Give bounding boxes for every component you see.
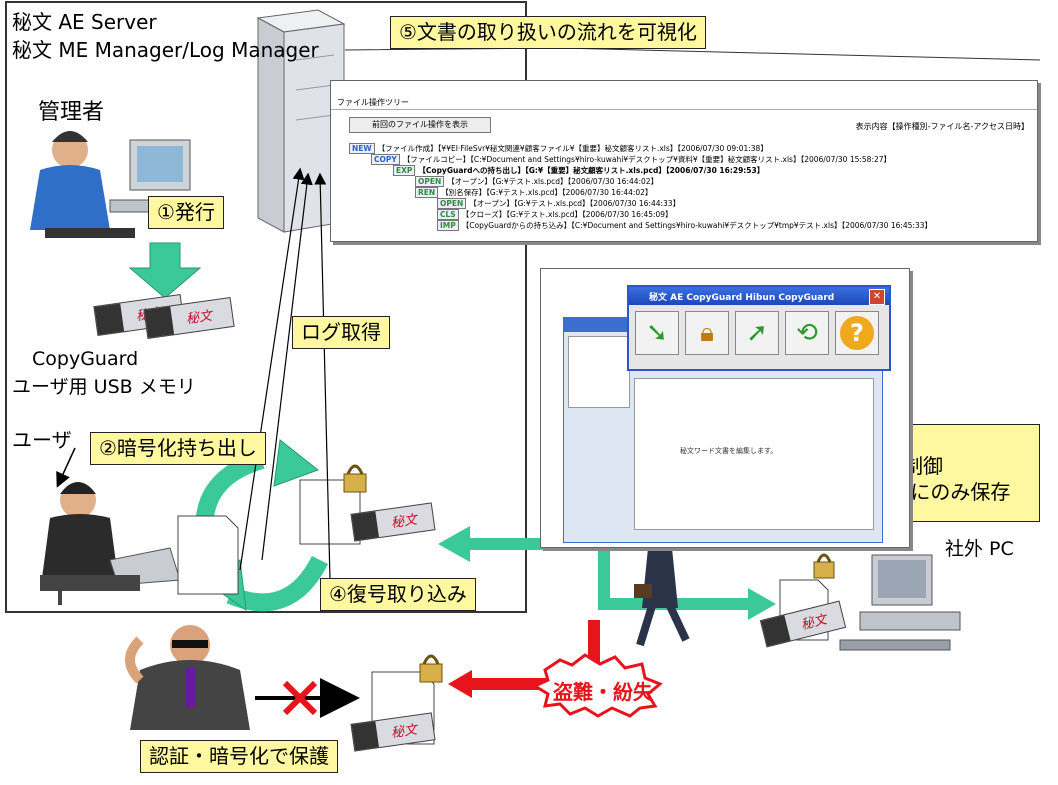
log-tree-row[interactable]: OPEN【オープン】【G:¥テスト.xls.pcd】【2006/07/30 16… <box>415 176 658 187</box>
export-tool-icon[interactable]: ➚ <box>735 311 779 355</box>
copyguard-title: 秘文 AE CopyGuard Hibun CopyGuard <box>649 293 835 303</box>
operation-text: 【クローズ】【G:¥テスト.xls.pcd】【2006/07/30 16:45:… <box>461 210 673 219</box>
word-doc-text: 秘文ワード文書を編集します。 <box>680 447 778 455</box>
log-callout: ログ取得 <box>292 316 390 349</box>
document-icon <box>177 515 239 595</box>
sync-tool-icon[interactable]: ⟲ <box>785 311 829 355</box>
external-pc-label: 社外 PC <box>945 538 1014 560</box>
step2-callout: ②暗号化持ち出し <box>90 432 266 465</box>
operation-text: 【オープン】【G:¥テスト.xls.pcd】【2006/07/30 16:44:… <box>469 199 681 208</box>
external-pc-icon <box>839 554 961 651</box>
operation-tag: OPEN <box>437 198 467 209</box>
prev-operation-button[interactable]: 前回のファイル操作を表示 <box>349 117 491 133</box>
operation-text: 【CopyGuardへの持ち出し】【G:¥【重要】秘文顧客リスト.xls.pcd… <box>418 166 765 175</box>
server-name-line1: 秘文 AE Server <box>12 10 157 34</box>
lock-tool-icon[interactable]: 🔒︎ <box>685 311 729 355</box>
usb-brand-label: 秘文 <box>390 512 419 532</box>
operation-text: 【CopyGuardからの持ち込み】【C:¥Document and Setti… <box>461 221 933 230</box>
log-arrow-2 <box>261 172 313 561</box>
log-arrow-1 <box>239 167 305 571</box>
log-tree-row[interactable]: IMP【CopyGuardからの持ち込み】【C:¥Document and Se… <box>437 220 932 231</box>
operation-text: 【ファイルコピー】【C:¥Document and Settings¥hiro-… <box>402 155 892 164</box>
step1-callout: ①発行 <box>148 196 224 229</box>
operation-tag: NEW <box>349 143 375 154</box>
help-tool-icon[interactable]: ? <box>835 311 879 355</box>
suspicious-person-icon <box>125 625 250 730</box>
log-window-title: ファイル操作ツリー <box>337 98 409 107</box>
log-tree-row[interactable]: REN【別名保存】【G:¥テスト.xls.pcd】【2006/07/30 16:… <box>415 187 652 198</box>
operation-tag: IMP <box>437 220 459 231</box>
step5-callout: ⑤文書の取り扱いの流れを可視化 <box>390 16 706 49</box>
operation-tag: OPEN <box>415 176 445 187</box>
close-icon[interactable]: ✕ <box>869 289 885 305</box>
encrypted-document-icon <box>299 464 367 545</box>
usb-brand-label: 秘文 <box>390 722 419 742</box>
server-name-line2: 秘文 ME Manager/Log Manager <box>12 38 319 62</box>
copyguard-screenshot: 秘文ワード文書を編集します。 秘文 AE CopyGuard Hibun Cop… <box>540 268 910 548</box>
operation-text: 【オープン】【G:¥テスト.xls.pcd】【2006/07/30 16:44:… <box>447 177 659 186</box>
user-icon <box>40 482 181 605</box>
prev-operation-label: 前回のファイル操作を表示 <box>372 120 468 129</box>
log-tree-row[interactable]: OPEN【オープン】【G:¥テスト.xls.pcd】【2006/07/30 16… <box>437 198 680 209</box>
cross-icon <box>282 680 318 716</box>
display-info: 表示内容【操作種別-ファイル名-アクセス日時】 <box>855 122 1029 131</box>
operation-text: 【別名保存】【G:¥テスト.xls.pcd】【2006/07/30 16:44:… <box>441 188 653 197</box>
issue-arrow <box>128 242 202 299</box>
user-label: ユーザ <box>12 428 72 452</box>
admin-label: 管理者 <box>38 100 105 125</box>
log-arrow-3 <box>314 172 331 581</box>
copyguard-toolbar: 秘文 AE CopyGuard Hibun CopyGuard ✕ ➘ 🔒︎ ➚… <box>627 285 891 371</box>
log-tree-row[interactable]: NEW【ファイル作成】【¥¥EI·FileSvr¥秘文関連¥顧客ファイル¥【重要… <box>349 143 768 154</box>
log-tree-row[interactable]: EXP【CopyGuardへの持ち出し】【G:¥【重要】秘文顧客リスト.xls.… <box>393 165 764 176</box>
operation-tag: REN <box>415 187 439 198</box>
usb-label-line2: ユーザ用 USB メモリ <box>12 376 196 398</box>
protect-callout: 認証・暗号化で保護 <box>140 740 338 773</box>
usb-brand-label: 秘文 <box>799 612 829 634</box>
operation-tag: CLS <box>437 209 459 220</box>
usb-brand-label: 秘文 <box>185 308 214 328</box>
operation-tag: COPY <box>371 154 400 165</box>
theft-label: 盗難・紛失 <box>553 680 653 704</box>
operation-tag: EXP <box>393 165 416 176</box>
log-window: ファイル操作ツリー 前回のファイル操作を表示 表示内容【操作種別-ファイル名-ア… <box>330 80 1038 242</box>
import-tool-icon[interactable]: ➘ <box>635 311 679 355</box>
operation-text: 【ファイル作成】【¥¥EI·FileSvr¥秘文関連¥顧客ファイル¥【重要】秘文… <box>377 144 768 153</box>
usb-label-line1: CopyGuard <box>32 348 139 370</box>
log-tree-row[interactable]: CLS【クローズ】【G:¥テスト.xls.pcd】【2006/07/30 16:… <box>437 209 673 220</box>
log-tree-row[interactable]: COPY【ファイルコピー】【C:¥Document and Settings¥h… <box>371 154 891 165</box>
theft-burst <box>531 653 663 718</box>
step4-callout: ④復号取り込み <box>320 578 476 611</box>
